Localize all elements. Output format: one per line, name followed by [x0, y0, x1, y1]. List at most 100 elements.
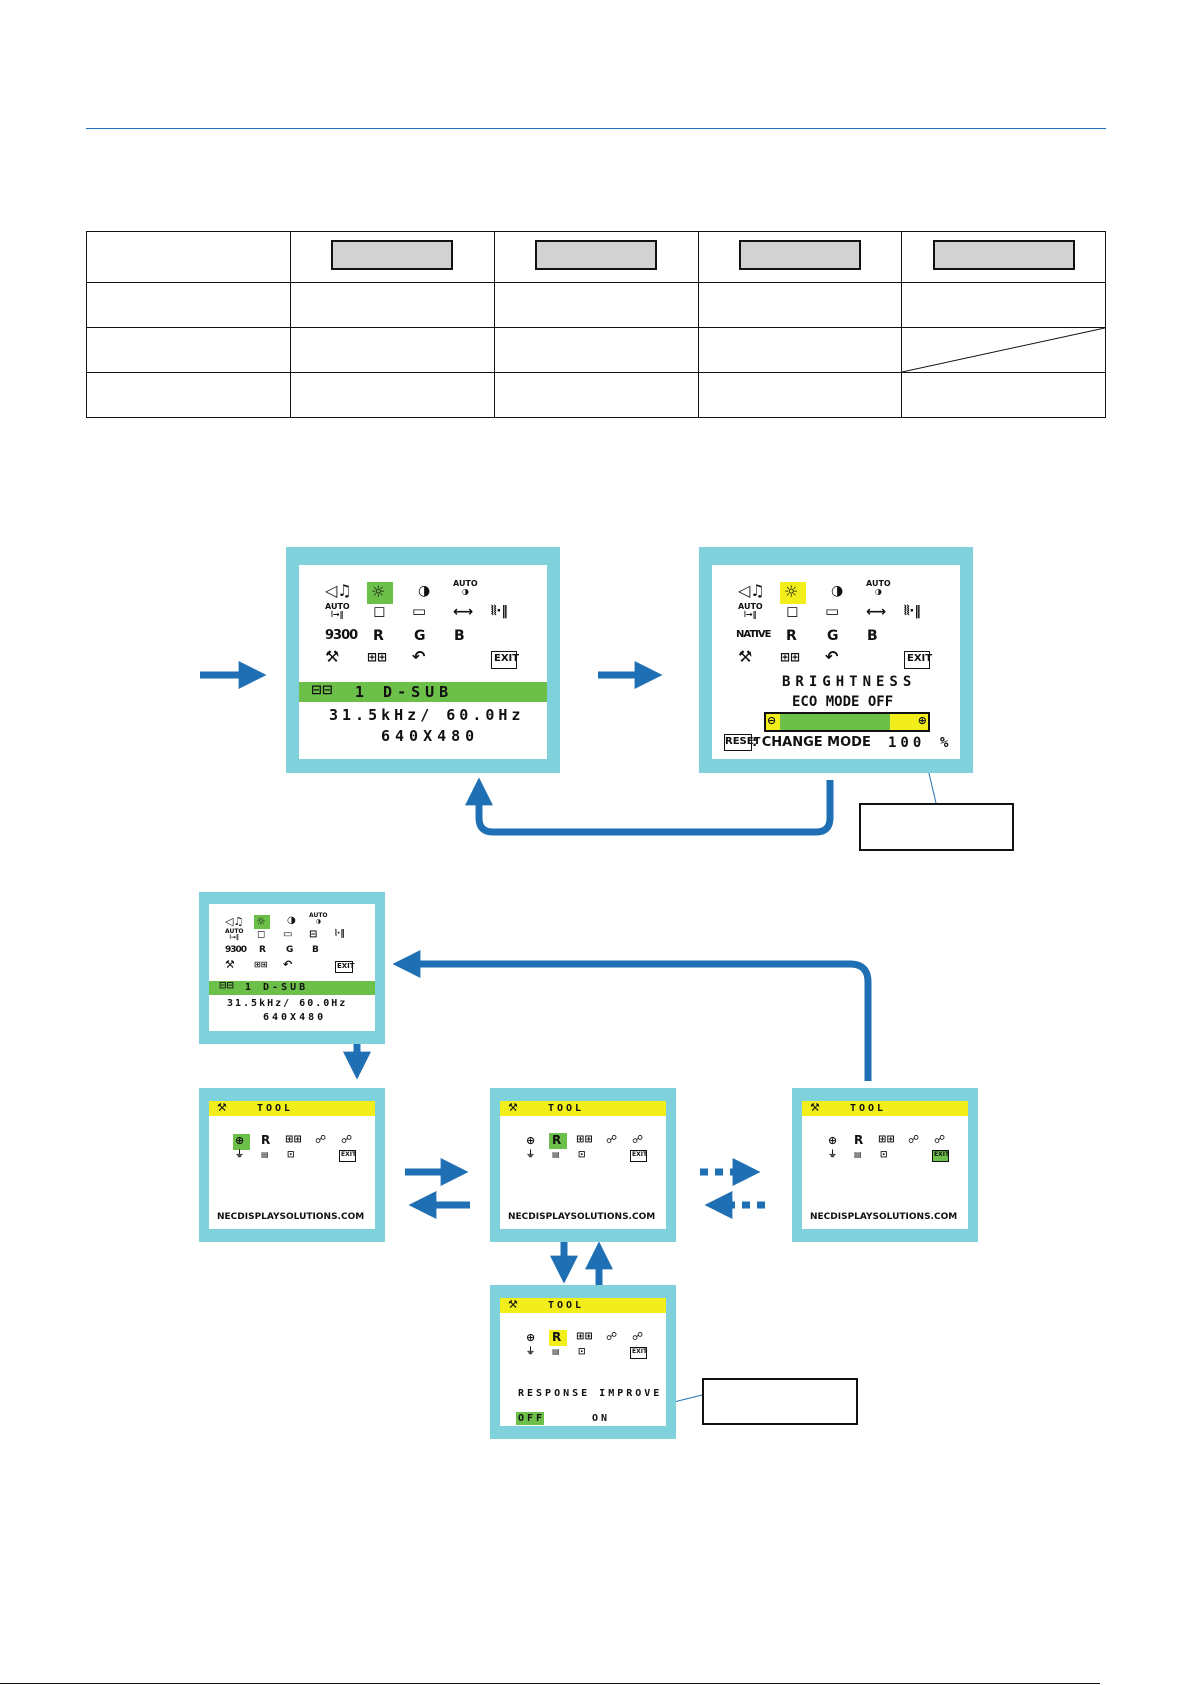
plug-icon: ⏚	[828, 1150, 838, 1160]
green-icon: G	[827, 628, 839, 644]
fine-icon: ⦚⦚·‖	[491, 604, 508, 619]
red-icon: R	[259, 945, 266, 955]
green-icon: G	[286, 945, 294, 955]
brightness-slider: ⊖ ⊕	[764, 712, 930, 732]
exit-icon: EXIT	[632, 1348, 648, 1355]
lcd-display-icon: ⊞⊞	[285, 1134, 302, 1145]
factory-preset-icon: ↶	[283, 958, 293, 971]
signal-icon: ⊡	[287, 1150, 295, 1160]
osd-screen-main-menu: ◁♫ ☼ ◑ AUTO◑ AUTO⦚→‖ ◻ ▭ ⟷ ⦚⦚·‖ 9300 R G…	[286, 547, 560, 773]
auto-adjust-icon: AUTO⦚→‖	[738, 602, 763, 619]
brightness-icon: ☼	[371, 582, 386, 601]
footer-rule	[0, 1683, 1100, 1684]
input-label: 1 D-SUB	[245, 982, 309, 993]
eco-co2-icon: ☍	[934, 1133, 946, 1146]
eco-co2-icon: ☍	[341, 1133, 353, 1146]
volume-icon: ◁♫	[225, 915, 244, 928]
contrast-icon: ◑	[831, 583, 844, 599]
fine-icon: ⦚⦚·‖	[904, 604, 921, 619]
key-button-4	[932, 239, 1075, 270]
signal-info-icon: ⊕	[235, 1134, 245, 1147]
eco-info-icon: ☍	[315, 1133, 327, 1146]
osd-icon: ⊞⊞	[367, 650, 388, 664]
down-up-icon: ▭	[283, 929, 293, 940]
eco-co2-icon: ☍	[632, 1330, 644, 1343]
osd-screen-brightness: ◁♫ ☼ ◑ AUTO◑ AUTO⦚→‖ ◻ ▭ ⟷ ⦚⦚·‖ NATIVE R…	[699, 547, 973, 773]
native-icon: NATIVE	[736, 629, 771, 640]
table-row	[86, 282, 1106, 328]
tool-icon: ⚒	[810, 1101, 820, 1114]
exit-icon: EXIT	[494, 653, 520, 664]
exit-icon: EXIT	[907, 653, 933, 664]
plug-icon: ⏚	[526, 1150, 536, 1160]
tool-title: TOOL	[548, 1300, 585, 1311]
response-improve-icon: R	[261, 1133, 271, 1147]
callout-box-on-option	[702, 1378, 858, 1425]
lcd-display-icon: ⊞⊞	[576, 1134, 593, 1145]
website-url: NECDISPLAYSOLUTIONS.COM	[508, 1212, 656, 1222]
tool-icon: ⚒	[325, 647, 340, 666]
resolution-readout: 640X480	[381, 727, 480, 745]
red-icon: R	[373, 628, 384, 644]
option-on: ON	[592, 1413, 611, 1424]
signal-info-icon: ⊕	[526, 1331, 536, 1344]
eco-co2-icon: ☍	[632, 1133, 644, 1146]
red-icon: R	[786, 628, 797, 644]
resolution-readout: 640X480	[263, 1012, 327, 1023]
osd-icon: ⊞⊞	[780, 650, 801, 664]
eco-info-icon: ☍	[606, 1330, 618, 1343]
exit-icon: EXIT	[337, 962, 355, 970]
osd-screen-tool-exit: ⚒ TOOL ⊕ R ⊞⊞ ☍ ☍ ⏚ ▤ ⊡ EXIT NECDISPLAYS…	[792, 1088, 978, 1242]
frequency-readout: 31.5kHz/ 60.0Hz	[329, 706, 525, 724]
blue-icon: B	[454, 628, 465, 644]
tool-title: TOOL	[257, 1103, 294, 1114]
signal-icon: ⊡	[578, 1347, 586, 1357]
fine-icon: ⦚·‖	[335, 929, 345, 939]
menu-icon: ▤	[854, 1150, 862, 1159]
tool-icon: ⚒	[508, 1101, 518, 1114]
osd-screen-response-improve: ⚒ TOOL ⊕ R ⊞⊞ ☍ ☍ ⏚ ▤ ⊡ EXIT RESPONSE IM…	[490, 1285, 676, 1439]
exit-icon: EXIT	[934, 1151, 950, 1158]
osd-icon: ⊞⊞	[254, 960, 268, 969]
left-right-icon: ◻	[373, 602, 386, 620]
eco-info-icon: ☍	[908, 1133, 920, 1146]
auto-contrast-icon: AUTO◑	[866, 579, 891, 596]
lcd-display-icon: ⊞⊞	[878, 1134, 895, 1145]
eco-mode-status: ECO MODE OFF	[792, 694, 894, 710]
tool-icon: ⚒	[225, 958, 235, 971]
osd-screen-tool-1: ⚒ TOOL ⊕ R ⊞⊞ ☍ ☍ ⏚ ▤ ⊡ EXIT NECDISPLAYS…	[199, 1088, 385, 1242]
blue-icon: B	[867, 628, 878, 644]
plus-icon: ⊕	[917, 714, 927, 727]
auto-contrast-icon: AUTO◑	[309, 912, 328, 925]
dsub-connector-icon: ⊟⊟	[311, 683, 333, 698]
plug-icon: ⏚	[235, 1150, 245, 1160]
auto-adjust-icon: AUTO⦚→‖	[325, 602, 350, 619]
factory-preset-icon: ↶	[825, 647, 839, 666]
volume-icon: ◁♫	[738, 581, 765, 600]
signal-icon: ⊡	[880, 1150, 888, 1160]
response-improve-icon: R	[854, 1133, 864, 1147]
signal-icon: ⊡	[578, 1150, 586, 1160]
tool-title: TOOL	[548, 1103, 585, 1114]
signal-info-icon: ⊕	[526, 1134, 536, 1147]
header-rule	[86, 128, 1106, 129]
brightness-value: 100	[888, 735, 926, 751]
green-icon: G	[414, 628, 426, 644]
minus-icon: ⊖	[767, 714, 777, 727]
menu-title: BRIGHTNESS	[782, 674, 917, 690]
tool-icon: ⚒	[738, 647, 753, 666]
preset-9300-icon: 9300	[325, 628, 358, 643]
website-url: NECDISPLAYSOLUTIONS.COM	[810, 1212, 958, 1222]
tool-title: TOOL	[850, 1103, 887, 1114]
down-up-icon: ▭	[412, 602, 427, 620]
table-row	[86, 372, 1106, 418]
brightness-icon: ☼	[784, 582, 799, 601]
osd-screen-tool-2: ⚒ TOOL ⊕ R ⊞⊞ ☍ ☍ ⏚ ▤ ⊡ EXIT NECDISPLAYS…	[490, 1088, 676, 1242]
menu-icon: ▤	[552, 1150, 560, 1159]
exit-icon: EXIT	[341, 1151, 357, 1158]
signal-info-icon: ⊕	[828, 1134, 838, 1147]
left-right-icon: ◻	[786, 602, 799, 620]
website-url: NECDISPLAYSOLUTIONS.COM	[217, 1212, 365, 1222]
blue-icon: B	[312, 945, 319, 955]
